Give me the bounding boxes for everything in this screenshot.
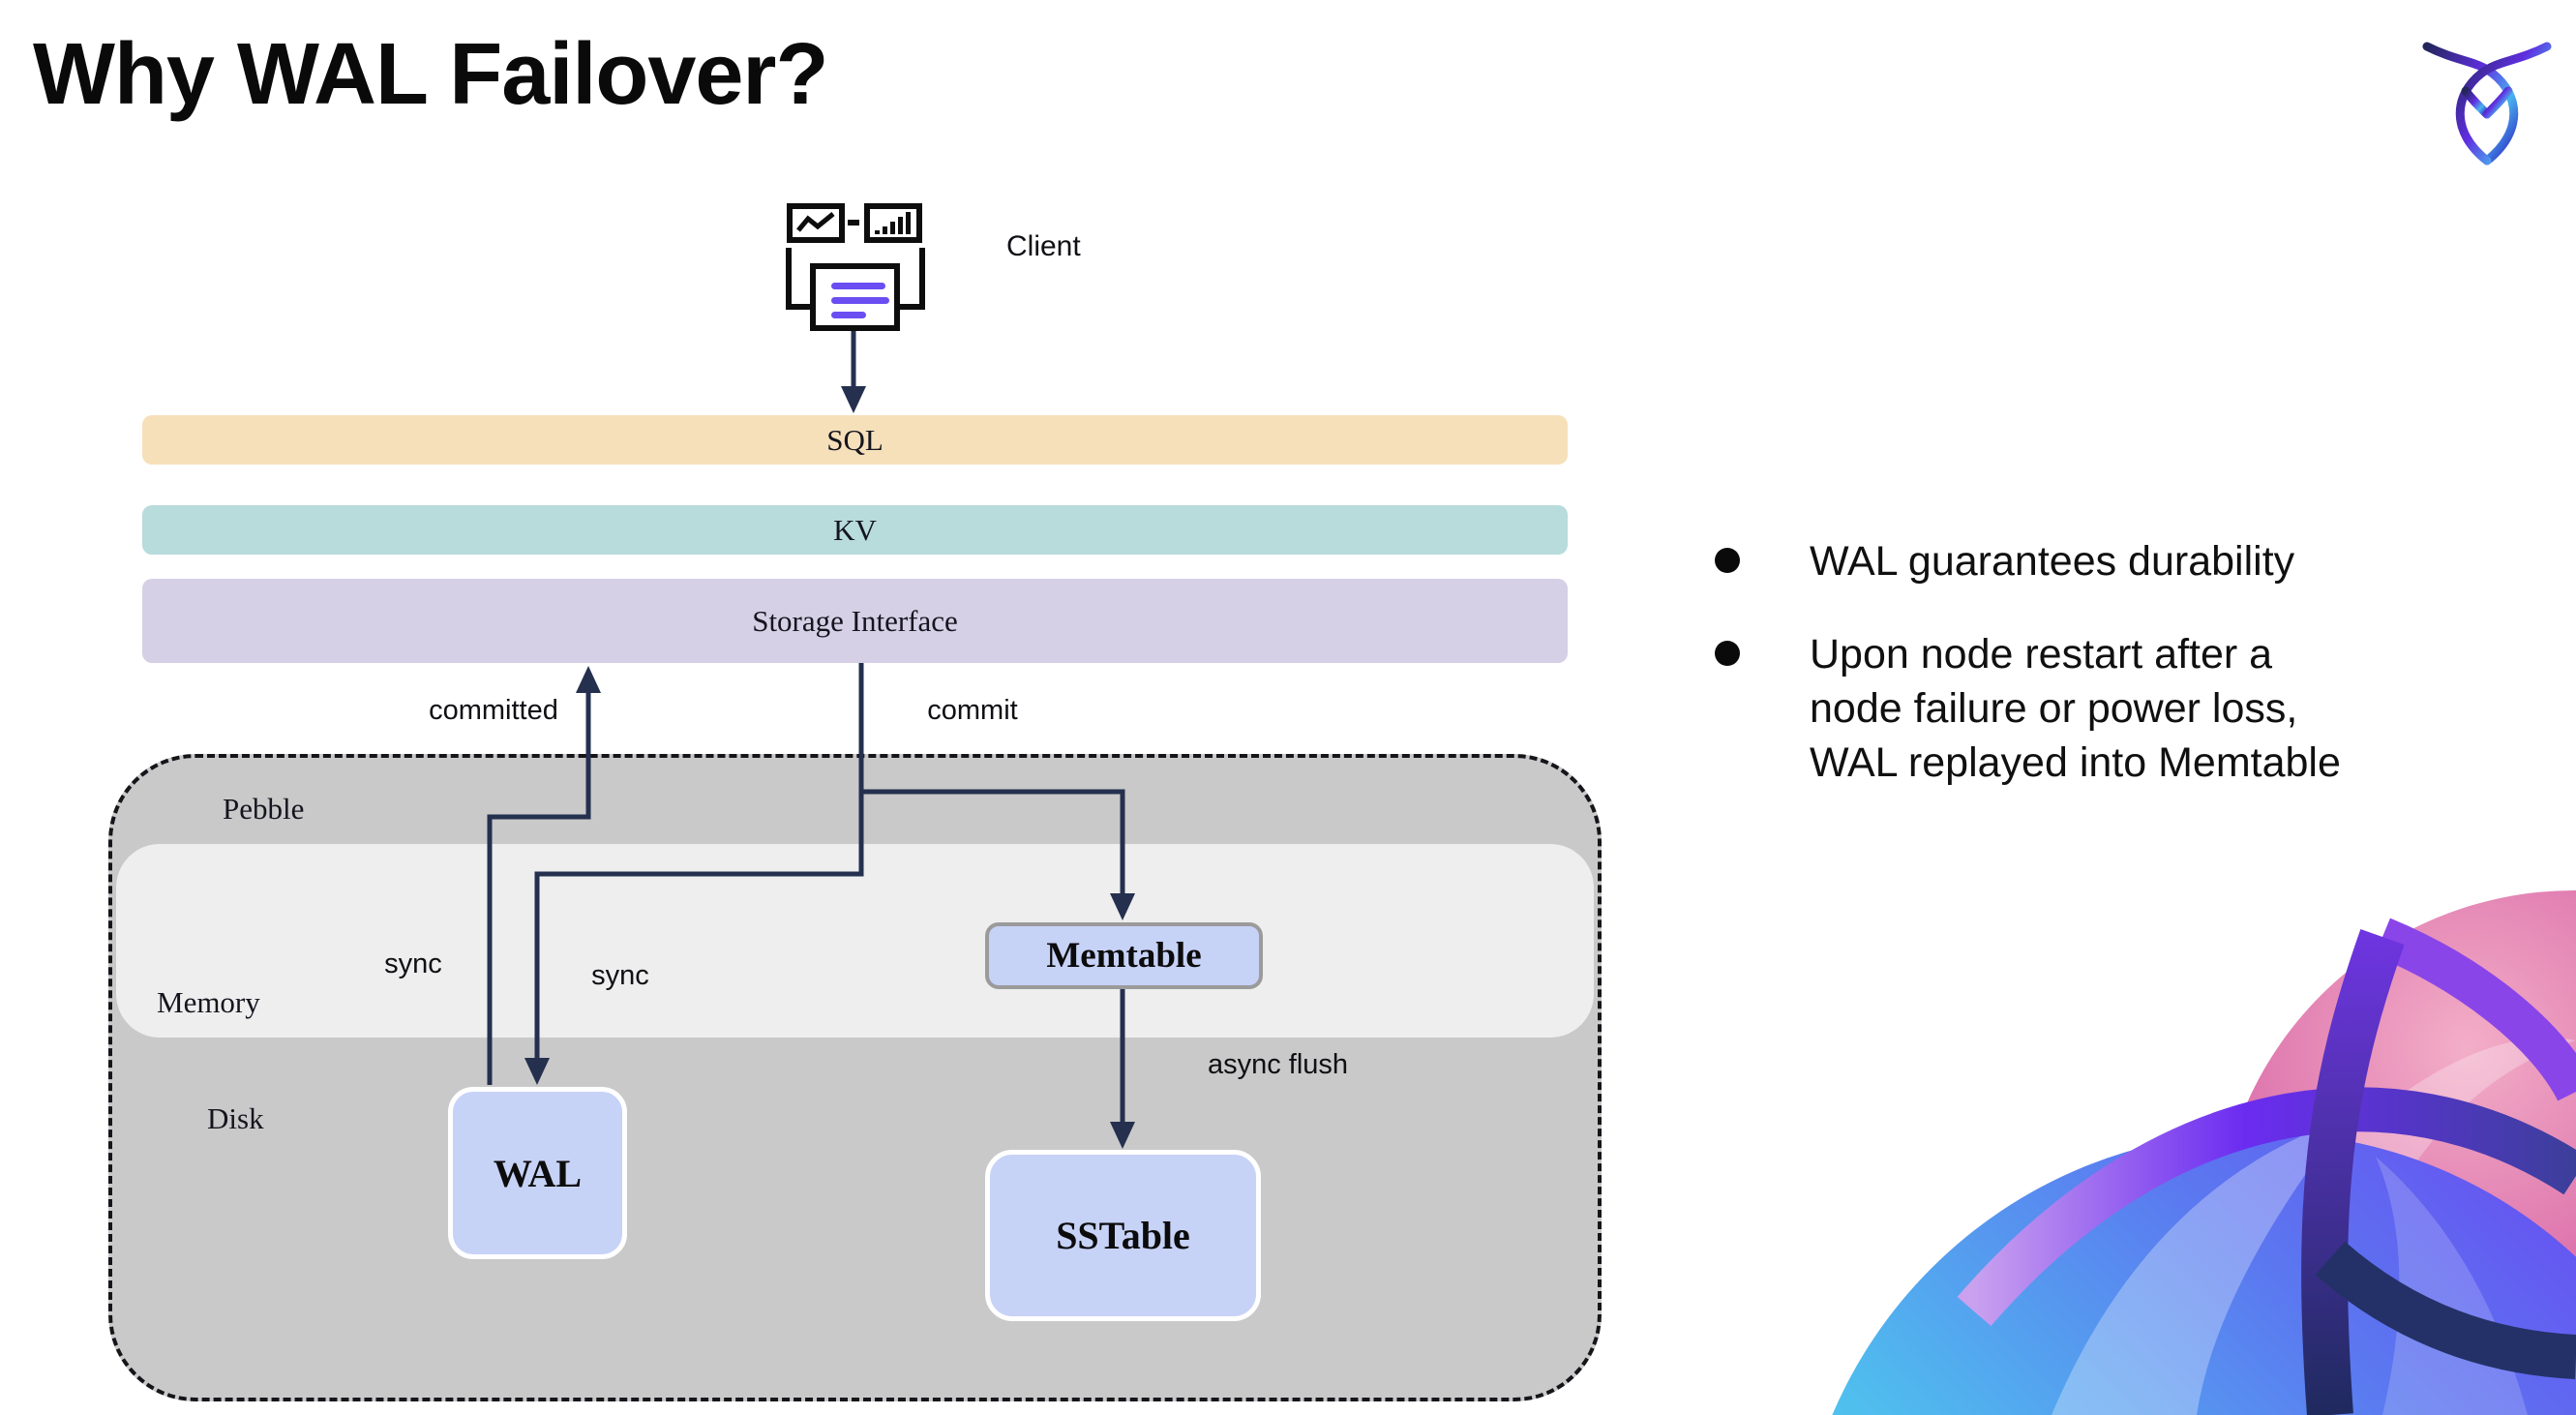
bullet-line: node failure or power loss, — [1810, 685, 2298, 732]
bullet-list: WAL guarantees durability Upon node rest… — [1715, 534, 2566, 790]
kv-layer-bar: KV — [142, 505, 1568, 555]
cockroachdb-logo-icon — [2422, 42, 2552, 166]
disk-label: Disk — [207, 1101, 264, 1135]
sstable-label: SSTable — [1056, 1214, 1190, 1257]
wal-box: WAL — [448, 1087, 627, 1259]
pebble-label: Pebble — [223, 792, 305, 826]
client-bracket-right-icon — [900, 248, 925, 310]
kv-layer-label: KV — [833, 512, 877, 547]
client-label: Client — [1006, 230, 1081, 262]
bullet-dot-icon — [1715, 548, 1740, 573]
memtable-label: Memtable — [1046, 936, 1202, 976]
sql-layer-bar: SQL — [142, 415, 1568, 465]
memtable-box: Memtable — [985, 922, 1263, 989]
bullet-line: WAL replayed into Memtable — [1810, 739, 2341, 786]
wal-label: WAL — [493, 1151, 583, 1195]
storage-interface-label: Storage Interface — [752, 603, 958, 638]
bullet-line: Upon node restart after a — [1810, 631, 2273, 677]
commit-edge-label: commit — [927, 694, 1018, 726]
sstable-box: SSTable — [985, 1150, 1261, 1321]
bullet-text: WAL guarantees durability — [1810, 538, 2295, 585]
committed-edge-label: committed — [429, 694, 558, 726]
slide-title: Why WAL Failover? — [33, 26, 828, 123]
bullet-text: Upon node restart after a node failure o… — [1810, 627, 2526, 790]
dash-connector-icon — [848, 220, 859, 226]
client-bracket-left-icon — [786, 248, 811, 310]
sync-right-edge-label: sync — [591, 959, 649, 991]
line-chart-icon — [787, 203, 845, 243]
list-item: Upon node restart after a node failure o… — [1715, 627, 2566, 790]
sync-left-edge-label: sync — [384, 948, 442, 979]
storage-interface-layer-bar: Storage Interface — [142, 579, 1568, 663]
bar-chart-icon — [864, 203, 922, 243]
sql-layer-label: SQL — [826, 422, 884, 457]
memory-band — [116, 844, 1594, 1038]
memory-label: Memory — [157, 985, 260, 1019]
document-icon — [810, 263, 900, 331]
async-flush-edge-label: async flush — [1207, 1048, 1349, 1080]
bullet-dot-icon — [1715, 641, 1740, 666]
list-item: WAL guarantees durability — [1715, 534, 2566, 588]
